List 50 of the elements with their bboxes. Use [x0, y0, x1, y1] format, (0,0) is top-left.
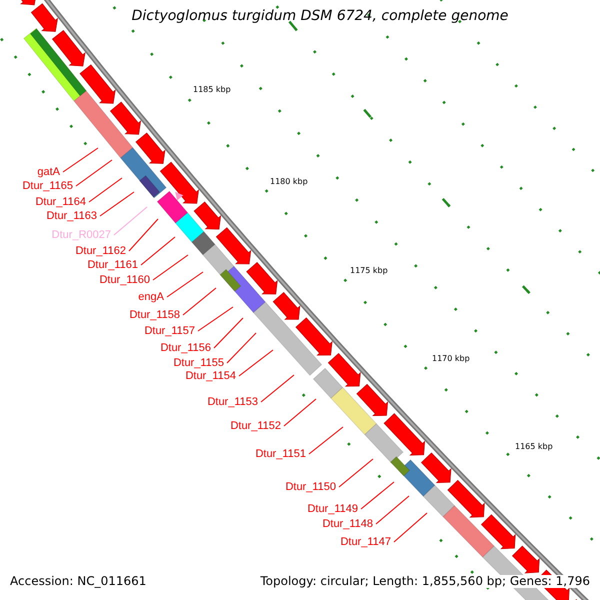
gene-label: Dtur_1162	[75, 245, 126, 258]
gene-label: gatA	[37, 166, 60, 179]
scale-label: 1180 kbp	[270, 177, 308, 187]
gene-label: Dtur_1161	[87, 259, 138, 272]
gene-label: Dtur_1151	[255, 448, 306, 461]
leader-line	[360, 482, 394, 510]
leader-line	[128, 218, 158, 252]
leader-line	[394, 512, 428, 542]
scale-label: 1185 kbp	[193, 85, 231, 95]
gene-label: Dtur_1152	[230, 420, 281, 433]
footer-text: Accession: NC_011661	[10, 575, 146, 588]
scale-label: 1175 kbp	[350, 266, 388, 276]
leader-line	[166, 272, 204, 298]
gene-label: Dtur_1153	[207, 396, 258, 409]
gene-label: Dtur_1154	[185, 370, 236, 383]
leader-line	[238, 350, 274, 376]
leader-line	[308, 426, 344, 454]
scale-label: 1170 kbp	[432, 354, 470, 364]
leader-line	[284, 398, 316, 426]
gene-label: Dtur_1156	[160, 342, 211, 355]
gene-label: Dtur_1155	[173, 357, 224, 370]
leader-line	[62, 148, 98, 172]
gene-label: Dtur_1165	[22, 180, 73, 193]
gene-label: Dtur_1148	[322, 518, 373, 531]
scale-label: 1165 kbp	[515, 442, 553, 452]
leader-line	[226, 332, 256, 364]
leader-line	[198, 306, 234, 332]
gene-label: Dtur_1150	[285, 481, 336, 494]
leader-line	[88, 178, 122, 202]
gene-label: Dtur_1147	[340, 536, 391, 549]
gene-label: Dtur_1164	[35, 196, 86, 209]
gene-label: Dtur_R0027	[52, 229, 111, 242]
leader-line	[338, 458, 374, 488]
gene-label: Dtur_1160	[99, 274, 150, 287]
leader-line	[152, 254, 188, 280]
leader-line	[100, 192, 134, 216]
leader-line	[260, 374, 294, 402]
leader-line	[182, 288, 216, 316]
leader-line	[76, 160, 112, 186]
gene-label: Dtur_1157	[144, 325, 195, 338]
gene-label: Dtur_1163	[46, 210, 97, 223]
leader-line	[140, 236, 176, 266]
gene-label: Dtur_1149	[307, 503, 358, 516]
footer-text: Topology: circular; Length: 1,855,560 bp; Genes: 1,796	[260, 575, 590, 588]
map-title: Dictyoglomus turgidum DSM 6724, complete genome	[130, 10, 510, 23]
leader-line	[376, 496, 410, 524]
gene-label: engA	[138, 291, 164, 304]
leader-line	[114, 206, 148, 236]
gene-label: Dtur_1158	[129, 309, 180, 322]
leader-line	[214, 318, 244, 348]
